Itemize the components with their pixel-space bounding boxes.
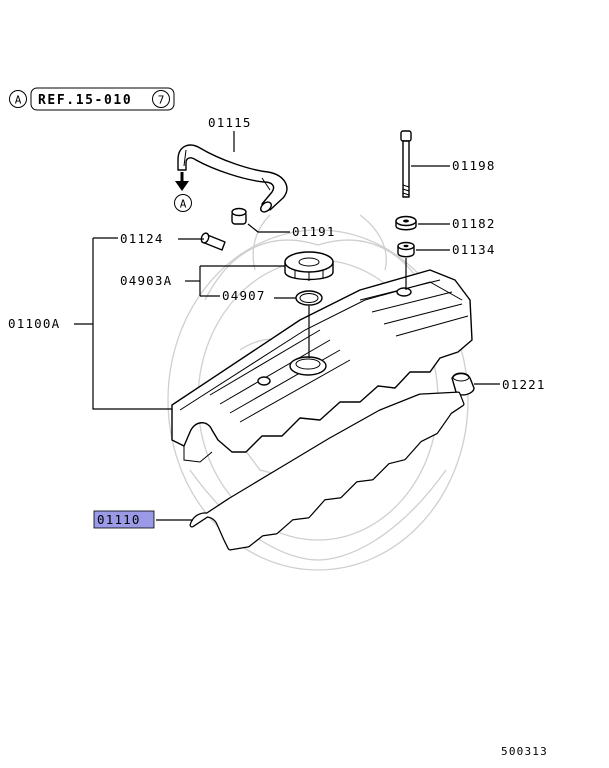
label-04907: 04907 bbox=[222, 288, 266, 303]
label-01191: 01191 bbox=[292, 224, 336, 239]
pcv-valve[interactable] bbox=[231, 207, 247, 225]
highlight-box bbox=[93, 510, 155, 529]
hose-arrow bbox=[175, 172, 189, 191]
ref-number: 7 bbox=[158, 94, 165, 107]
bracket-01100A bbox=[92, 238, 172, 410]
label-01221: 01221 bbox=[502, 377, 546, 392]
breather-hose[interactable] bbox=[177, 144, 288, 214]
rocker-cover-gasket[interactable] bbox=[189, 391, 465, 551]
oil-filler-cap[interactable] bbox=[284, 251, 334, 281]
label-01110: 01110 bbox=[97, 512, 141, 527]
hose-connector[interactable] bbox=[200, 232, 226, 251]
hose-callout-circle bbox=[174, 194, 192, 212]
ref-number-circle bbox=[152, 90, 170, 108]
reference-callout[interactable]: A REF.15-010 7 bbox=[9, 87, 175, 111]
rocker-cover[interactable] bbox=[171, 269, 473, 463]
label-01115: 01115 bbox=[208, 115, 252, 130]
label-01134: 01134 bbox=[452, 242, 496, 257]
label-04903A: 04903A bbox=[120, 273, 172, 288]
hose-callout-letter: A bbox=[180, 198, 187, 211]
grommet[interactable] bbox=[397, 241, 415, 258]
label-01100A: 01100A bbox=[8, 316, 60, 331]
ref-letter-circle bbox=[9, 90, 27, 108]
label-01124: 01124 bbox=[120, 231, 164, 246]
ref-box bbox=[30, 87, 175, 111]
leader-01191 bbox=[247, 223, 290, 233]
cover-bolt[interactable] bbox=[400, 130, 412, 198]
ref-letter: A bbox=[15, 94, 22, 107]
label-01198: 01198 bbox=[452, 158, 496, 173]
label-01182: 01182 bbox=[452, 216, 496, 231]
diagram-id: 500313 bbox=[501, 745, 548, 758]
ref-text: REF.15-010 bbox=[38, 93, 132, 108]
sealing-washer[interactable] bbox=[395, 215, 417, 231]
